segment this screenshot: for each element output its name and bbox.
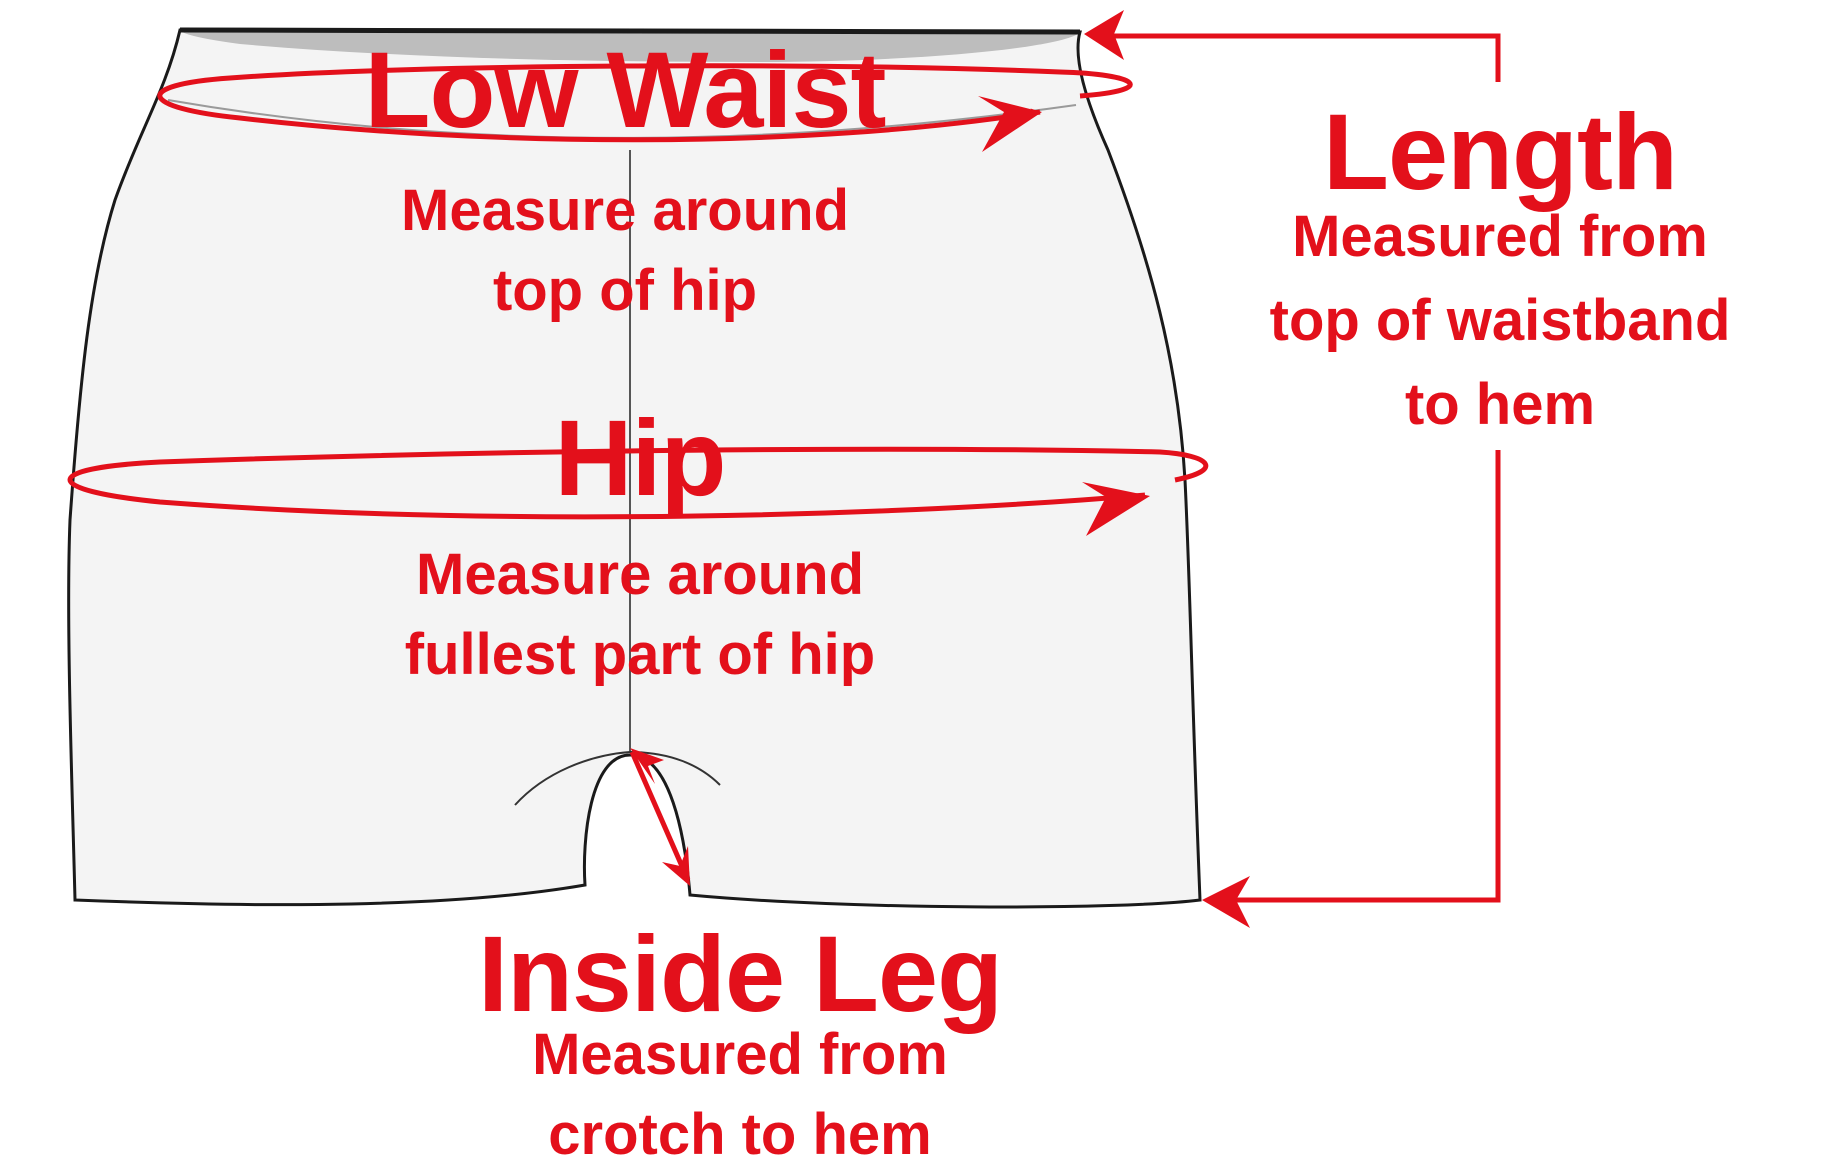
length-description-line1: Measured from [1292, 204, 1708, 269]
shorts-outline [67, 28, 1202, 909]
inside-leg-title: Inside Leg [477, 913, 1003, 1034]
hip-measure-arrow [67, 446, 1209, 520]
length-description-line2: top of waistband [1269, 288, 1731, 353]
length-bottom-arrowhead-icon [1202, 876, 1250, 928]
low-waist-measure-arrow [157, 63, 1133, 143]
inside-leg-description-line1: Measured from [532, 1022, 948, 1087]
waistband-top-edge [179, 27, 1081, 35]
hip-description-line1: Measure around [416, 542, 864, 607]
inside-leg-description-line2: crotch to hem [548, 1102, 932, 1167]
inside-leg-top-arrowhead-icon [630, 748, 664, 784]
length-description-line3: to hem [1404, 372, 1596, 437]
crotch-seam-left [514, 751, 631, 806]
hip-arrowhead-icon [1082, 482, 1150, 536]
length-bracket-bottom [1230, 450, 1501, 903]
hip-title: Hip [554, 397, 727, 518]
length-top-arrowhead-icon [1084, 10, 1124, 60]
low-waist-title: Low Waist [364, 29, 887, 150]
length-bracket-top [1110, 33, 1501, 82]
waistband-shadow [182, 32, 1078, 62]
inside-leg-measure-line [629, 750, 691, 882]
low-waist-arrowhead-icon [978, 96, 1042, 152]
low-waist-description-line1: Measure around [401, 178, 849, 243]
low-waist-description-line2: top of hip [492, 258, 758, 323]
inside-leg-bottom-arrowhead-icon [662, 846, 690, 886]
hip-description-line2: fullest part of hip [404, 622, 876, 687]
length-title: Length [1323, 91, 1678, 212]
